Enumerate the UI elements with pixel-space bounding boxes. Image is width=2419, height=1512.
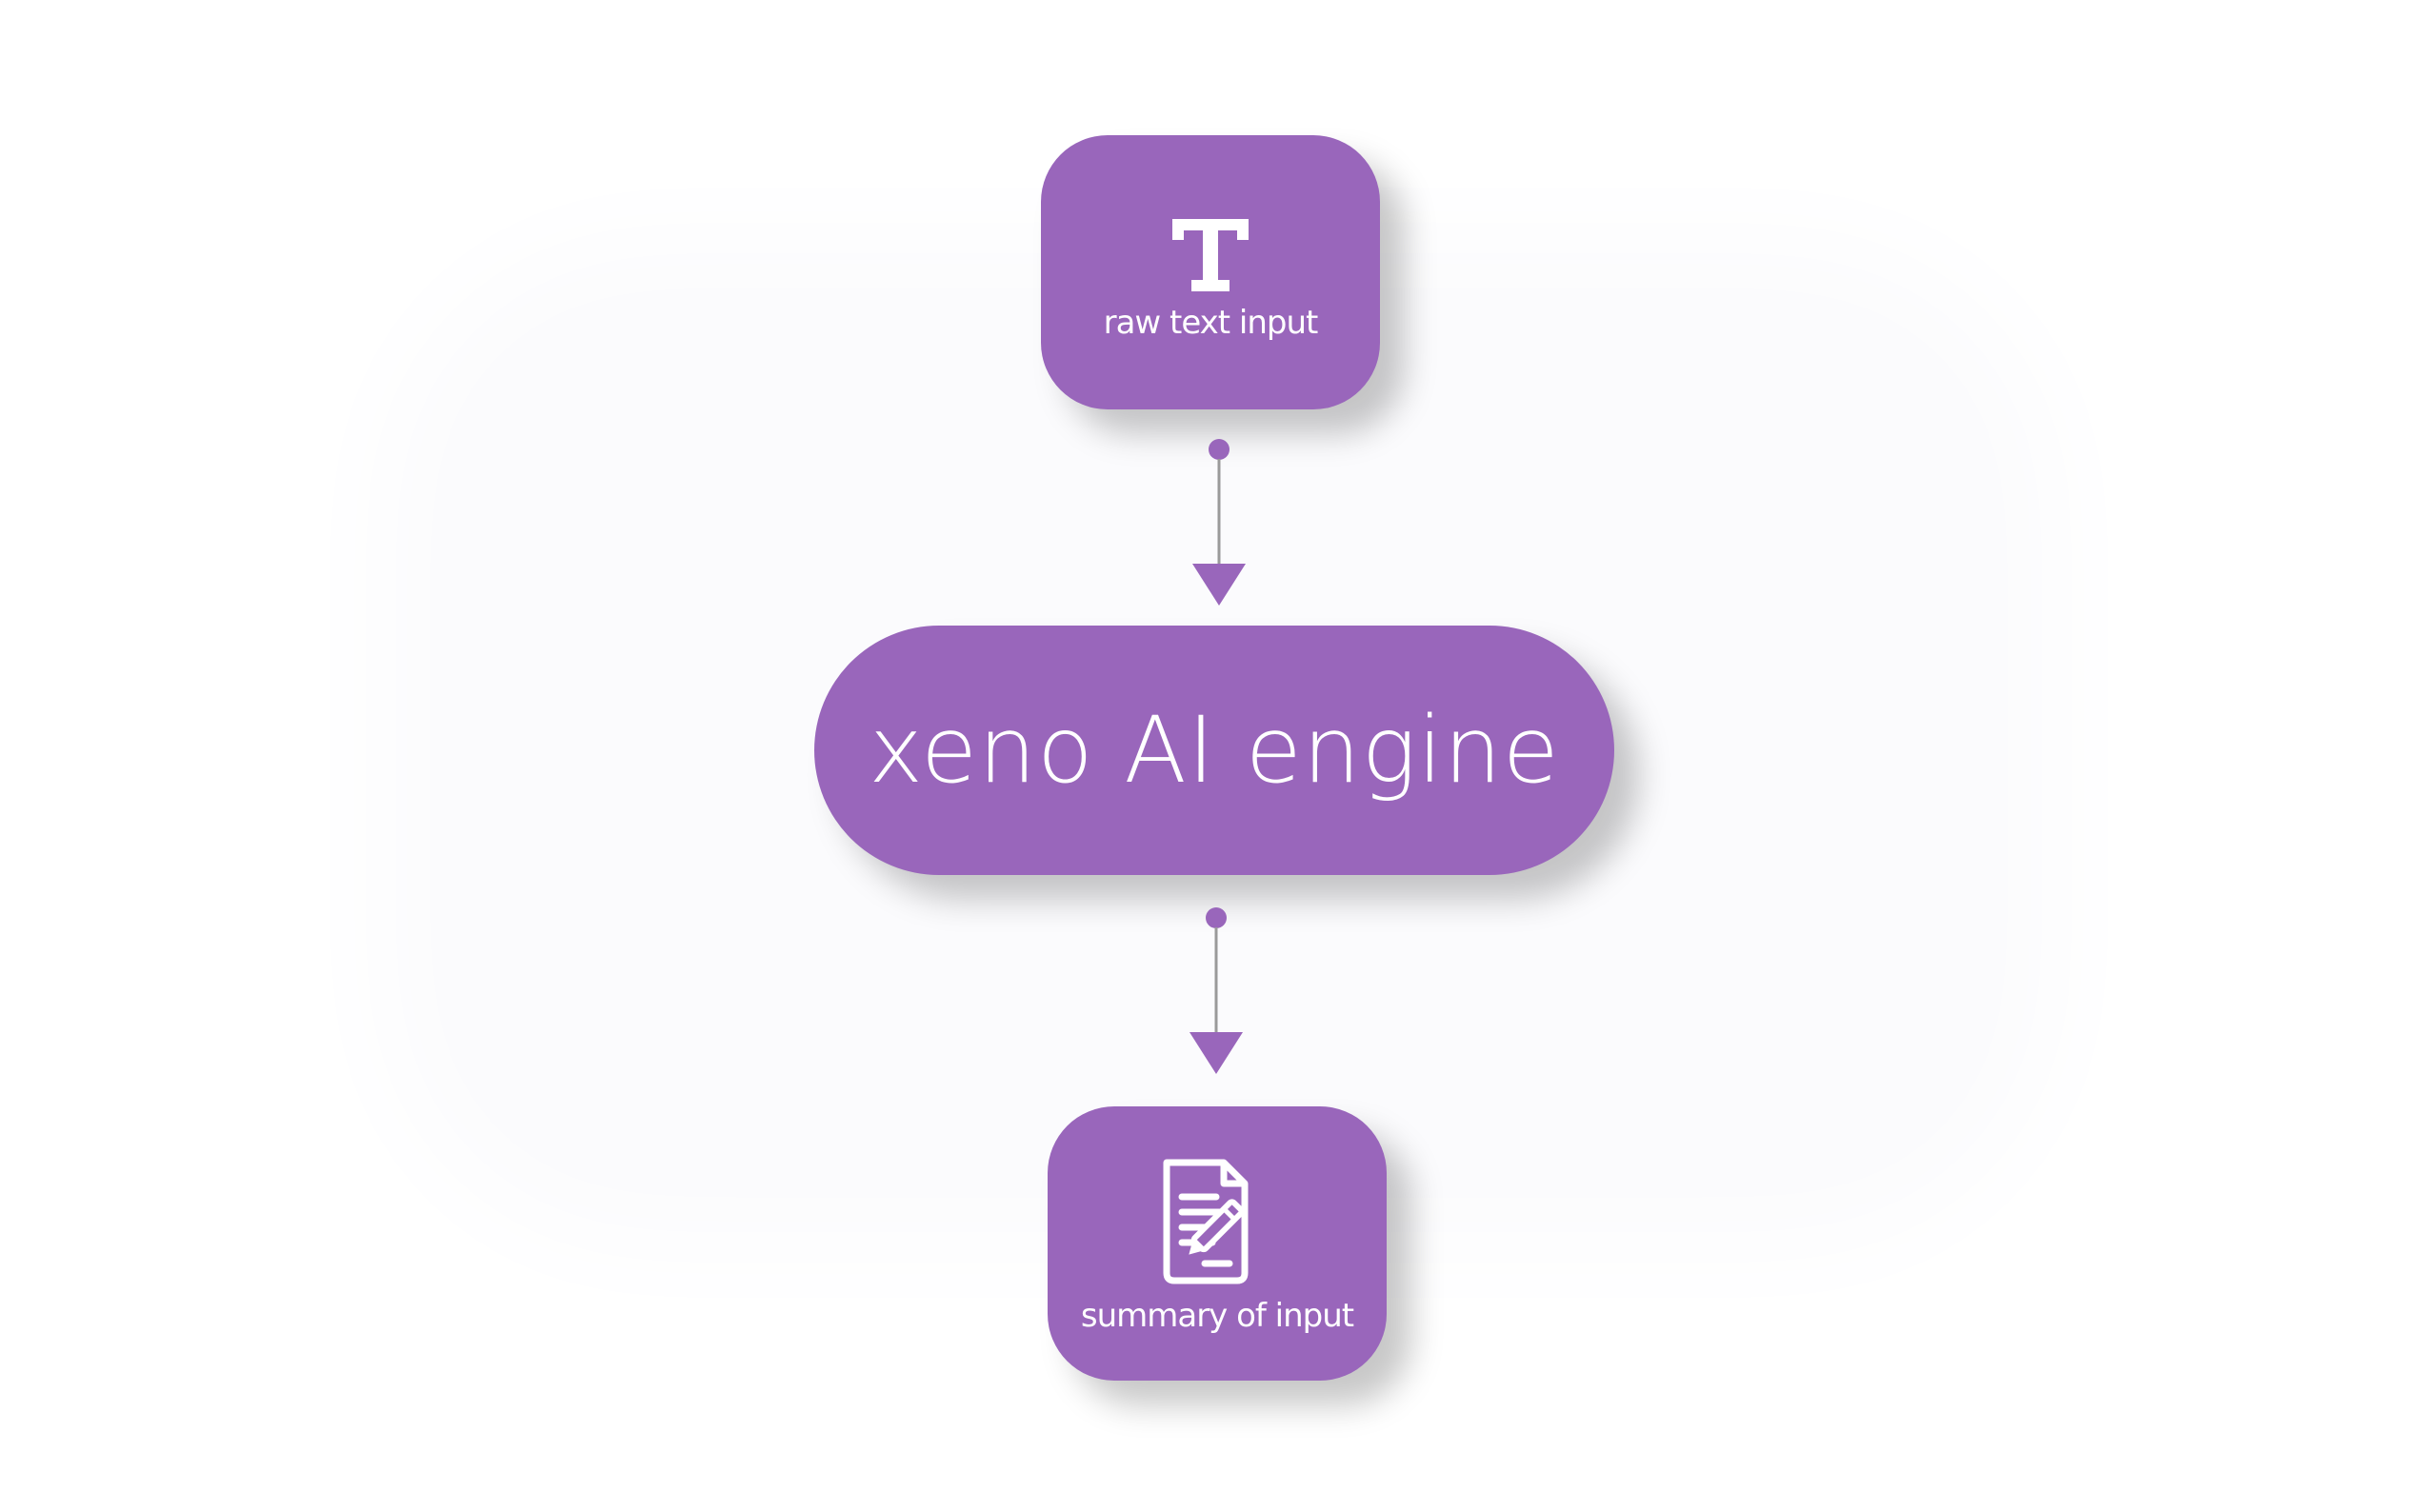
connector-start-dot bbox=[1206, 907, 1227, 928]
connector-input-to-engine bbox=[1192, 439, 1246, 606]
node-label: summary of input bbox=[1080, 1297, 1354, 1335]
connector-engine-to-summary bbox=[1190, 907, 1243, 1074]
document-edit-icon bbox=[1163, 1159, 1249, 1284]
node-ai-engine: xeno AI engine bbox=[814, 626, 1614, 875]
node-label: raw text input bbox=[1103, 304, 1319, 342]
arrow-down-icon bbox=[1190, 1032, 1243, 1074]
connector-start-dot bbox=[1209, 439, 1229, 460]
text-t-icon bbox=[1172, 219, 1249, 291]
arrow-down-icon bbox=[1192, 564, 1246, 606]
engine-label: xeno AI engine bbox=[869, 697, 1560, 804]
node-raw-text-input: raw text input bbox=[1041, 135, 1380, 409]
node-summary-of-input: summary of input bbox=[1048, 1106, 1387, 1381]
